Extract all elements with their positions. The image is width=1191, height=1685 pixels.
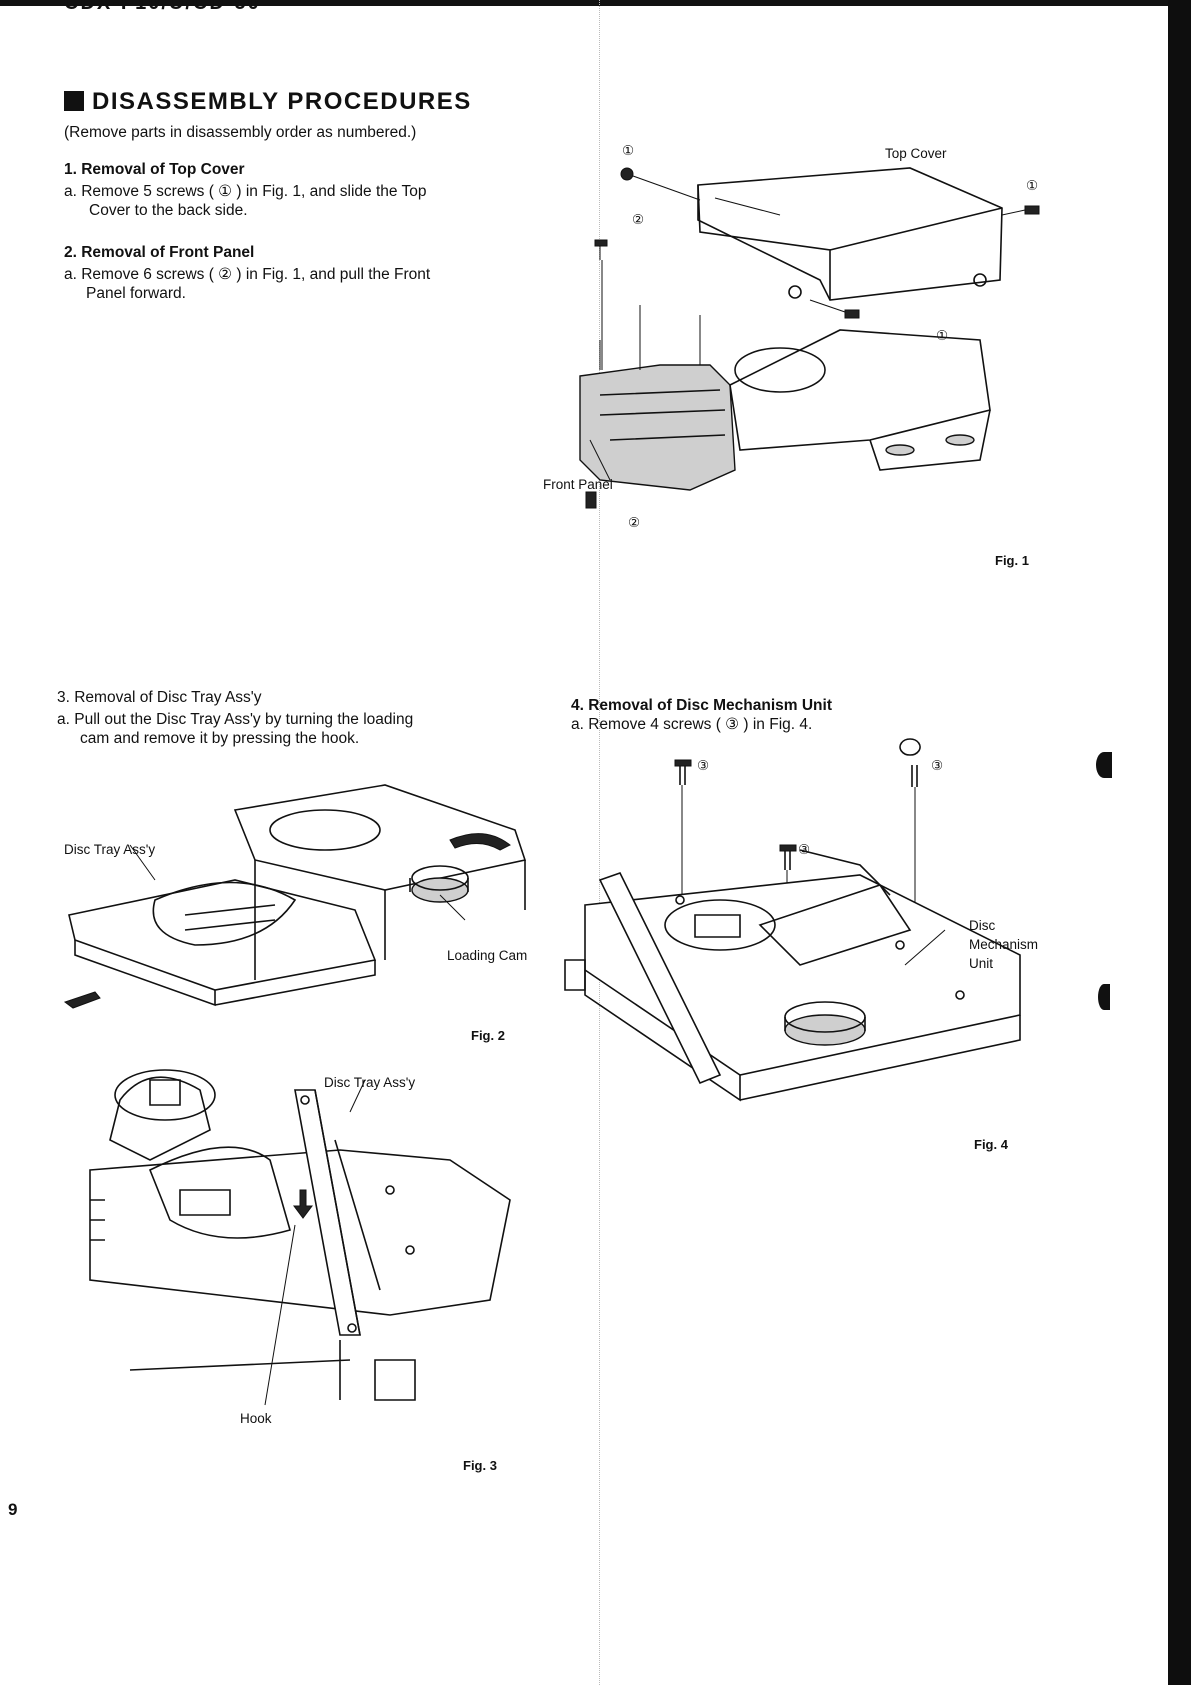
fig3-label: Fig. 3 bbox=[463, 1458, 497, 1473]
step4-line1: a. Remove 4 screws ( ③ ) in Fig. 4. bbox=[571, 716, 813, 733]
step4-heading: 4. Removal of Disc Mechanism Unit bbox=[571, 697, 832, 714]
fig1-callout-screw2-a: ② bbox=[632, 212, 645, 227]
fig3-callout-hook: Hook bbox=[240, 1411, 272, 1426]
step3-line1: a. Pull out the Disc Tray Ass'y by turni… bbox=[57, 711, 414, 728]
fig2-label: Fig. 2 bbox=[471, 1028, 505, 1043]
fig4-callout-mech-unit-2: Mechanism bbox=[969, 937, 1039, 952]
step2-line2: Panel forward. bbox=[86, 285, 186, 302]
fig4-illustration bbox=[564, 738, 1021, 1102]
section-title-text: DISASSEMBLY PROCEDURES bbox=[92, 88, 472, 115]
fig1-label: Fig. 1 bbox=[995, 553, 1029, 568]
page-number: 9 bbox=[8, 1500, 18, 1519]
top-border bbox=[0, 0, 1191, 6]
section-title: DISASSEMBLY PROCEDURES bbox=[64, 88, 472, 116]
step2-heading: 2. Removal of Front Panel bbox=[64, 244, 255, 261]
binding-hole-mark bbox=[1098, 984, 1110, 1010]
fig4-callout-screw3-a: ③ bbox=[697, 758, 710, 773]
fig1-callout-screw1-c: ① bbox=[936, 328, 949, 343]
fig2-callout-disc-tray: Disc Tray Ass'y bbox=[64, 842, 156, 857]
fig1-callout-top-cover: Top Cover bbox=[885, 146, 947, 161]
step1-heading: 1. Removal of Top Cover bbox=[64, 161, 245, 178]
bullet-square-icon bbox=[64, 91, 84, 111]
fig1-callout-screw1-b: ① bbox=[1026, 178, 1039, 193]
fig2-illustration bbox=[63, 784, 527, 1009]
header-model-code: CDX-F10/U/CD-50 bbox=[64, 0, 261, 14]
fig4-callout-screw3-c: ③ bbox=[798, 842, 811, 857]
step1-line2: Cover to the back side. bbox=[89, 202, 248, 219]
fig4-callout-mech-unit-3: Unit bbox=[969, 956, 994, 971]
fig4-callout-mech-unit-1: Disc bbox=[969, 918, 996, 933]
right-edge-bar bbox=[1168, 0, 1191, 1685]
binding-hole-mark bbox=[1096, 752, 1112, 778]
step2-line1: a. Remove 6 screws ( ② ) in Fig. 1, and … bbox=[64, 266, 431, 283]
fig1-illustration bbox=[579, 167, 1040, 509]
fig4-label: Fig. 4 bbox=[974, 1137, 1008, 1152]
step3-heading: 3. Removal of Disc Tray Ass'y bbox=[57, 689, 262, 706]
fig1-callout-screw1-a: ① bbox=[622, 143, 635, 158]
fig1-callout-screw2-b: ② bbox=[628, 515, 641, 530]
fig3-callout-disc-tray: Disc Tray Ass'y bbox=[324, 1075, 416, 1090]
fig1-callout-front-panel: Front Panel bbox=[543, 477, 613, 492]
section-note: (Remove parts in disassembly order as nu… bbox=[64, 124, 417, 141]
fig2-callout-loading-cam: Loading Cam bbox=[447, 948, 528, 963]
step3-line2: cam and remove it by pressing the hook. bbox=[80, 730, 360, 747]
fig3-illustration bbox=[89, 1069, 511, 1406]
fig4-callout-screw3-b: ③ bbox=[931, 758, 944, 773]
column-divider bbox=[599, 0, 600, 1685]
step1-line1: a. Remove 5 screws ( ① ) in Fig. 1, and … bbox=[64, 183, 427, 200]
